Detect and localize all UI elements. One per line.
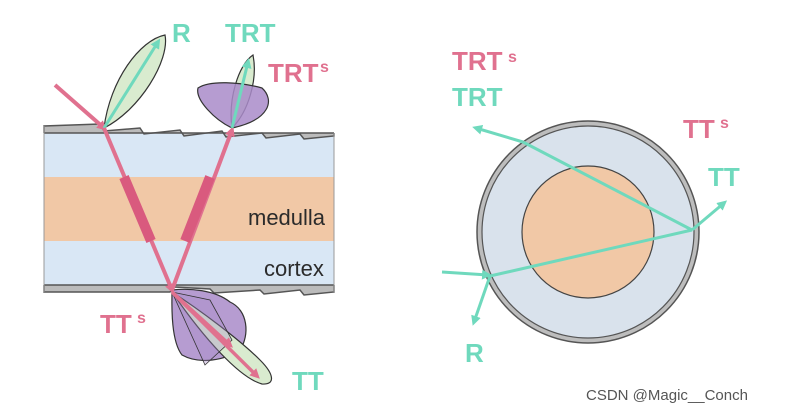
trts-label: TRT [268,58,319,88]
internal-up-ray-thick [180,175,215,243]
right-trts-label-sup: s [508,49,517,66]
hair-cross-section-left: medulla cortex [43,123,335,296]
right-incident-ray [441,269,492,280]
right-reflected-internal-ray [522,140,693,232]
right-tts-label-sup: s [720,115,729,132]
tt-ray [170,290,260,379]
right-trts-label: TRT [452,46,503,76]
right-r-label: R [465,338,484,368]
cortex-label: cortex [264,256,324,281]
medulla-circle [521,165,655,299]
right-internal-ray [489,228,693,278]
left-rays [53,38,260,379]
tt-label: TT [292,366,324,396]
trt-label: TRT [225,18,276,48]
cortex-top-layer [44,133,334,177]
hair-cross-section-right [476,120,700,344]
trts-label-sup: s [320,59,329,76]
tts-label: TT [100,309,132,339]
tts-label-sup: s [137,310,146,327]
r-ray [102,38,161,129]
right-r-ray [471,275,492,326]
right-trt-ray [472,124,524,144]
right-tt-label: TT [708,162,740,192]
right-rays [441,124,728,326]
r-label: R [172,18,191,48]
right-tt-ray [691,200,728,232]
incident-ray [53,83,108,131]
watermark: CSDN @Magic__Conch [586,387,748,404]
right-tts-label: TT [683,114,715,144]
cuticle-bottom [43,285,335,296]
trt-ray [230,58,252,129]
trts-lobe-purple [197,82,270,129]
medulla-label: medulla [248,205,326,230]
refracted-down-ray-thick [119,175,156,243]
right-trt-label: TRT [452,82,503,112]
